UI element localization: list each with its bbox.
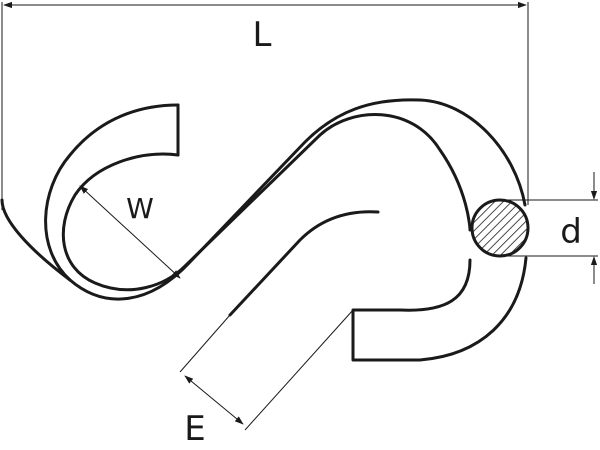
dimension-diameter: d bbox=[500, 172, 598, 284]
end-gap-extension-left bbox=[179, 314, 231, 373]
hook-body bbox=[0, 98, 528, 362]
diameter-label: d bbox=[560, 212, 582, 252]
dimension-end-gap: E bbox=[179, 309, 354, 449]
hook-left-lower-outer bbox=[0, 198, 72, 282]
hook-lower-diagonal bbox=[228, 210, 380, 317]
dimension-width: W bbox=[79, 185, 181, 279]
hook-inner-outline bbox=[351, 256, 528, 362]
width-dimension-line bbox=[79, 185, 181, 279]
end-gap-extension-right bbox=[244, 309, 354, 431]
hatched-section-circle bbox=[470, 198, 530, 258]
hook-outer-outline bbox=[61, 103, 472, 292]
length-label: L bbox=[253, 15, 272, 55]
width-label: W bbox=[126, 192, 154, 225]
end-gap-dimension-line bbox=[184, 375, 244, 425]
hook-right-outer bbox=[44, 98, 527, 301]
dimension-length: L bbox=[1, 1, 529, 210]
end-gap-label: E bbox=[184, 409, 205, 449]
wire-cross-section bbox=[470, 198, 530, 258]
